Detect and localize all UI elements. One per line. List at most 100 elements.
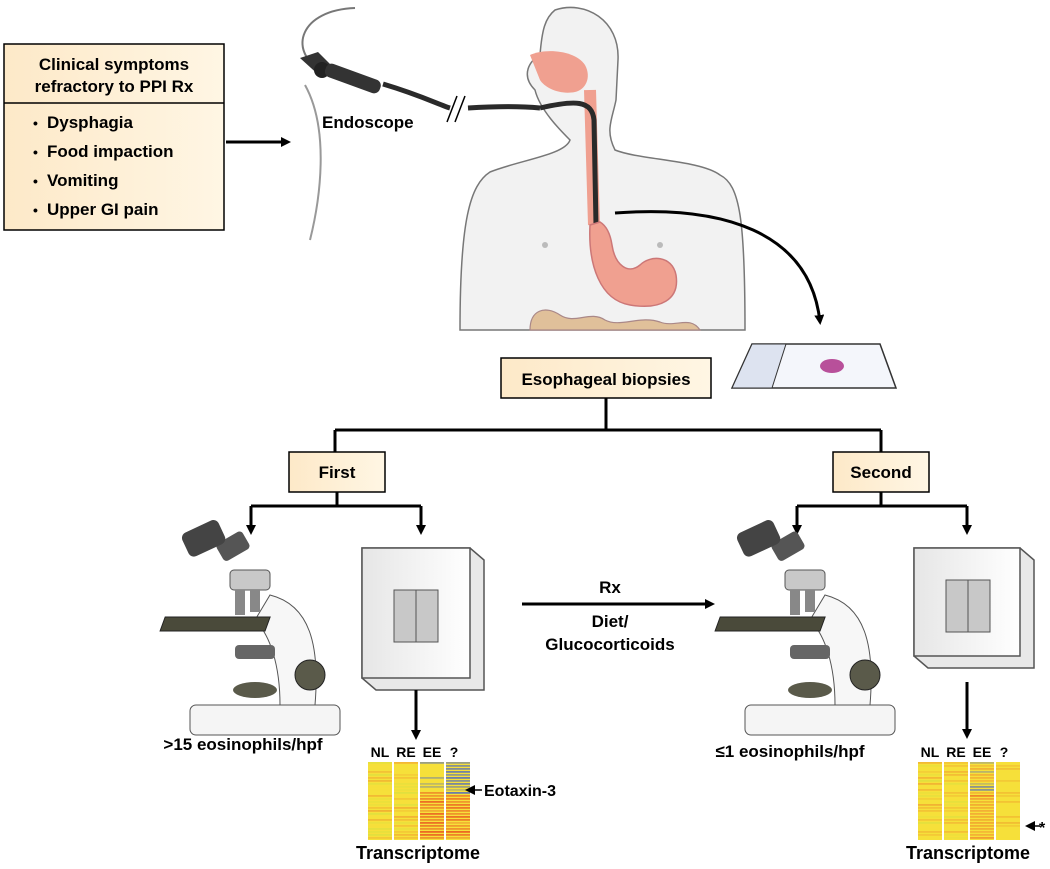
symptom-item: Food impaction (47, 142, 174, 161)
heatmap-cell (970, 816, 994, 818)
heatmap-cell (394, 789, 418, 791)
heatmap-cell (420, 825, 444, 827)
sequencer-icon (913, 547, 1035, 669)
endoscope-label: Endoscope (322, 113, 414, 132)
heatmap-cell (446, 777, 470, 779)
heatmap-cell (368, 798, 392, 800)
heatmap-cell (996, 807, 1020, 809)
heatmap-cell (394, 774, 418, 776)
heatmap-cell (944, 786, 968, 788)
biopsy-slide-icon (730, 343, 898, 389)
heatmap-cell (394, 831, 418, 833)
heatmap-cell (996, 765, 1020, 767)
heatmap-cell (446, 762, 470, 764)
heatmap-cell (918, 834, 942, 836)
symptoms-title-line2: refractory to PPI Rx (35, 77, 194, 96)
symptom-bullet: • (33, 144, 38, 160)
heatmap-cell (970, 828, 994, 830)
heatmap-cell (996, 786, 1020, 788)
heatmap-cell (944, 813, 968, 815)
heatmap-cell (446, 789, 470, 791)
torso-illustration (459, 6, 746, 331)
heatmap-cell (368, 804, 392, 806)
heatmap-cell (446, 831, 470, 833)
heatmap-cell (420, 804, 444, 806)
heatmap-cell (944, 780, 968, 782)
heatmap-cell (368, 813, 392, 815)
heatmap-cell (446, 816, 470, 818)
heatmap-cell (394, 798, 418, 800)
heatmap-column-label: ? (450, 744, 459, 760)
heatmap-left-header: NL RE EE ? (371, 744, 459, 760)
heatmap-cell (394, 783, 418, 785)
heatmap-cell (970, 804, 994, 806)
transcriptome-label-left: Transcriptome (356, 843, 480, 863)
heatmap-cell (446, 813, 470, 815)
heatmap-cell (420, 780, 444, 782)
heatmap-cell (996, 816, 1020, 818)
sequencer-icon (361, 547, 485, 691)
heatmap-cell (394, 834, 418, 836)
heatmap-cell (918, 831, 942, 833)
heatmap-cell (394, 762, 418, 764)
heatmap-cell (394, 810, 418, 812)
heatmap-cell (420, 837, 444, 839)
heatmap-cell (446, 780, 470, 782)
heatmap-cell (970, 765, 994, 767)
heatmap-cell (918, 795, 942, 797)
heatmap-cell (944, 822, 968, 824)
heatmap-cell (970, 822, 994, 824)
heatmap-cell (446, 795, 470, 797)
heatmap-cell (368, 816, 392, 818)
first-result-label: >15 eosinophils/hpf (163, 735, 323, 754)
heatmap-cell (918, 828, 942, 830)
arrow-torso-to-slide (614, 210, 825, 325)
heatmap-cell (368, 792, 392, 794)
heatmap-cell (970, 774, 994, 776)
symptom-bullet: • (33, 202, 38, 218)
heatmap-cell (944, 762, 968, 764)
heatmap-cell (420, 807, 444, 809)
heatmap-cell (970, 783, 994, 785)
heatmap-cell (996, 792, 1020, 794)
heatmap-right (918, 762, 1020, 840)
heatmap-cell (944, 774, 968, 776)
heatmap-cell (918, 801, 942, 803)
biopsies-label: Esophageal biopsies (521, 370, 690, 389)
heatmap-cell (918, 792, 942, 794)
heatmap-cell (996, 780, 1020, 782)
heatmap-cell (944, 792, 968, 794)
second-label: Second (850, 463, 911, 482)
heatmap-cell (394, 801, 418, 803)
heatmap-cell (918, 768, 942, 770)
treatment-line2: Diet/ (592, 612, 629, 631)
heatmap-cell (446, 834, 470, 836)
heatmap-cell (394, 813, 418, 815)
heatmap-cell (996, 822, 1020, 824)
heatmap-cell (970, 789, 994, 791)
heatmap-cell (970, 777, 994, 779)
heatmap-column-label: EE (423, 744, 442, 760)
heatmap-cell (420, 774, 444, 776)
heatmap-cell (446, 837, 470, 839)
heatmap-right-header: NL RE EE ? (921, 744, 1009, 760)
heatmap-cell (394, 816, 418, 818)
heatmap-cell (918, 798, 942, 800)
heatmap-cell (944, 807, 968, 809)
heatmap-cell (918, 777, 942, 779)
heatmap-cell (970, 837, 994, 839)
heatmap-cell (420, 777, 444, 779)
heatmap-cell (420, 813, 444, 815)
heatmap-cell (996, 834, 1020, 836)
heatmap-cell (394, 819, 418, 821)
symptom-item: Dysphagia (47, 113, 134, 132)
heatmap-cell (944, 825, 968, 827)
heatmap-cell (420, 834, 444, 836)
heatmap-cell (446, 783, 470, 785)
symptom-bullet: • (33, 173, 38, 189)
heatmap-cell (394, 765, 418, 767)
symptom-bullet: • (33, 115, 38, 131)
heatmap-cell (944, 798, 968, 800)
heatmap-column (394, 762, 418, 840)
heatmap-cell (918, 783, 942, 785)
